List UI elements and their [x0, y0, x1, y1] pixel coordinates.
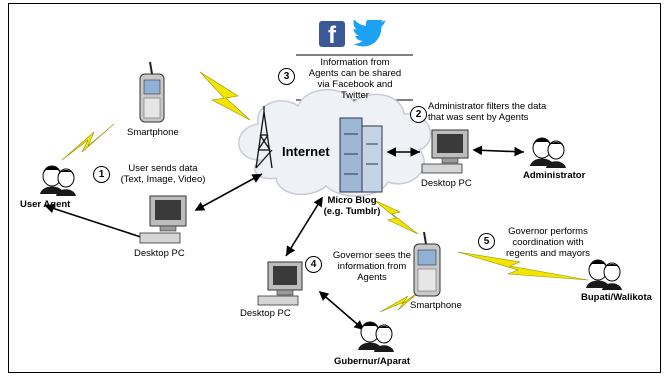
arrow-internet-desktop-bottom [285, 196, 323, 257]
step-3-line-1: Information from [320, 57, 390, 68]
arrow-admin-user [472, 145, 525, 157]
connection-arrows [44, 145, 525, 331]
smartphone-top-label: Smartphone [127, 127, 179, 138]
step-1-text: User sends data (Text, Image, Video) [110, 163, 216, 185]
step-3-badge: 3 [278, 68, 295, 85]
diagram-frame [8, 3, 661, 373]
internet-label: Internet [282, 144, 330, 159]
step-2-badge: 2 [410, 106, 427, 123]
bupati-label: Bupati/Walikota [581, 292, 652, 303]
step-5-line-3: regents and mayors [506, 248, 590, 259]
step-4-text: Governor sees the information from Agent… [326, 250, 418, 283]
micro-blog-label: Micro Blog (e.g. Tumblr) [316, 195, 388, 217]
step-4-badge: 4 [305, 256, 322, 273]
step-4-line-1: Governor sees the [332, 250, 412, 261]
step-5-text: Governor performs coordination with rege… [498, 226, 598, 259]
desktop-pc-right-icon [421, 129, 469, 174]
antenna-tower-icon [255, 106, 273, 169]
desktop-pc-bottom-icon [257, 261, 303, 306]
arrow-user-desktop [44, 203, 151, 242]
step-2-line-1: Administrator filters the data [428, 101, 547, 112]
step-3-number: 3 [283, 71, 290, 82]
step-3-line-3: via Facebook and [317, 79, 393, 90]
step-3-line-4: Twitter [341, 90, 369, 101]
step-4-number: 4 [310, 259, 317, 270]
desktop-pc-left-icon [139, 195, 187, 244]
facebook-glyph: f [328, 22, 336, 47]
step-4-line-3: Agents [357, 272, 387, 283]
user-agent-avatar-icon [40, 165, 76, 196]
step-5-line-1: Governor performs [508, 226, 588, 237]
step-1-line-2: (Text, Image, Video) [120, 174, 206, 185]
step-4-line-2: information from [337, 261, 407, 272]
internet-cloud [238, 88, 432, 197]
user-agent-label: User Agent [20, 199, 71, 210]
desktop-pc-left-label: Desktop PC [134, 248, 185, 259]
step-2-number: 2 [415, 109, 422, 120]
twitter-icon [353, 20, 386, 47]
bupati-avatar-icon [586, 259, 622, 290]
smartphone-top-icon [139, 61, 165, 123]
administrator-avatar-icon [530, 137, 566, 168]
step-5-number: 5 [483, 236, 490, 247]
micro-blog-server-icon [339, 117, 383, 193]
step-3-line-2: Agents can be shared [308, 68, 402, 79]
gubernur-avatar-icon [358, 321, 394, 352]
micro-blog-line-2: (e.g. Tumblr) [323, 206, 381, 217]
lightning-bolts [61, 71, 589, 313]
facebook-icon: f [319, 21, 345, 47]
step-1-number: 1 [98, 169, 105, 180]
gubernur-label: Gubernur/Aparat [334, 356, 411, 367]
desktop-pc-right-label: Desktop PC [421, 178, 472, 189]
step-1-line-1: User sends data [128, 163, 198, 174]
arrow-desktop-internet [194, 173, 263, 211]
lightning-left-icon [61, 123, 115, 161]
desktop-pc-bottom-label: Desktop PC [240, 308, 291, 319]
lightning-mid-icon [373, 199, 419, 235]
step-3-text: Information from Agents can be shared vi… [300, 57, 410, 101]
step-5-line-2: coordination with [512, 237, 584, 248]
lightning-top-icon [199, 71, 251, 121]
micro-blog-line-1: Micro Blog [327, 195, 377, 206]
smartphone-bottom-label: Smartphone [410, 300, 462, 311]
lightning-right-icon [457, 251, 589, 281]
step-2-line-2: that was sent by Agents [428, 112, 529, 123]
step-5-badge: 5 [478, 233, 495, 250]
step-2-text: Administrator filters the data that was … [428, 101, 576, 123]
administrator-label: Administrator [523, 170, 586, 181]
arrow-desktop-gubernur [318, 290, 365, 331]
smartphone-bottom-icon [413, 231, 441, 297]
step-1-badge: 1 [93, 166, 110, 183]
